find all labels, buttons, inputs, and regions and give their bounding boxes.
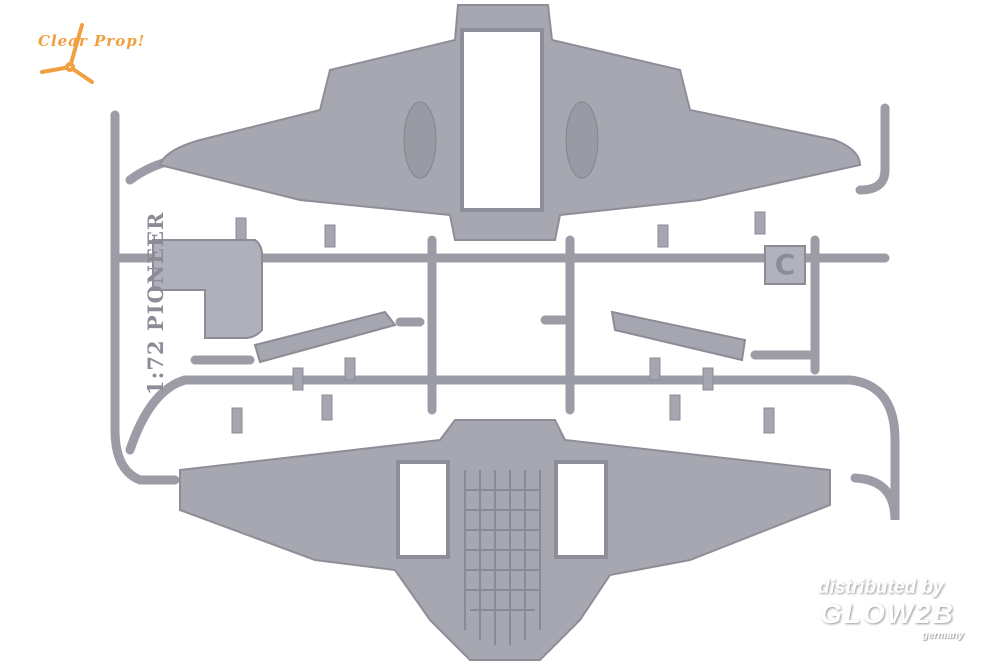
logo-propeller-icon [40,23,94,84]
clear-prop-logo: Clear Prop! [38,32,146,50]
lower-wing [179,419,831,661]
watermark-line1: distributed by [818,577,944,598]
upper-wing [158,4,862,241]
attachment-gates [231,211,775,434]
left-runner [110,110,180,485]
right-top-runner [855,103,890,195]
sprue-letter: C [774,248,796,281]
small-parts [152,239,806,364]
sprue-label: 1:72 PIONEER [143,211,168,395]
watermark-sub: germany [922,630,964,641]
watermark-brand: GLOW2B [820,598,955,629]
lower-runner [180,375,900,521]
